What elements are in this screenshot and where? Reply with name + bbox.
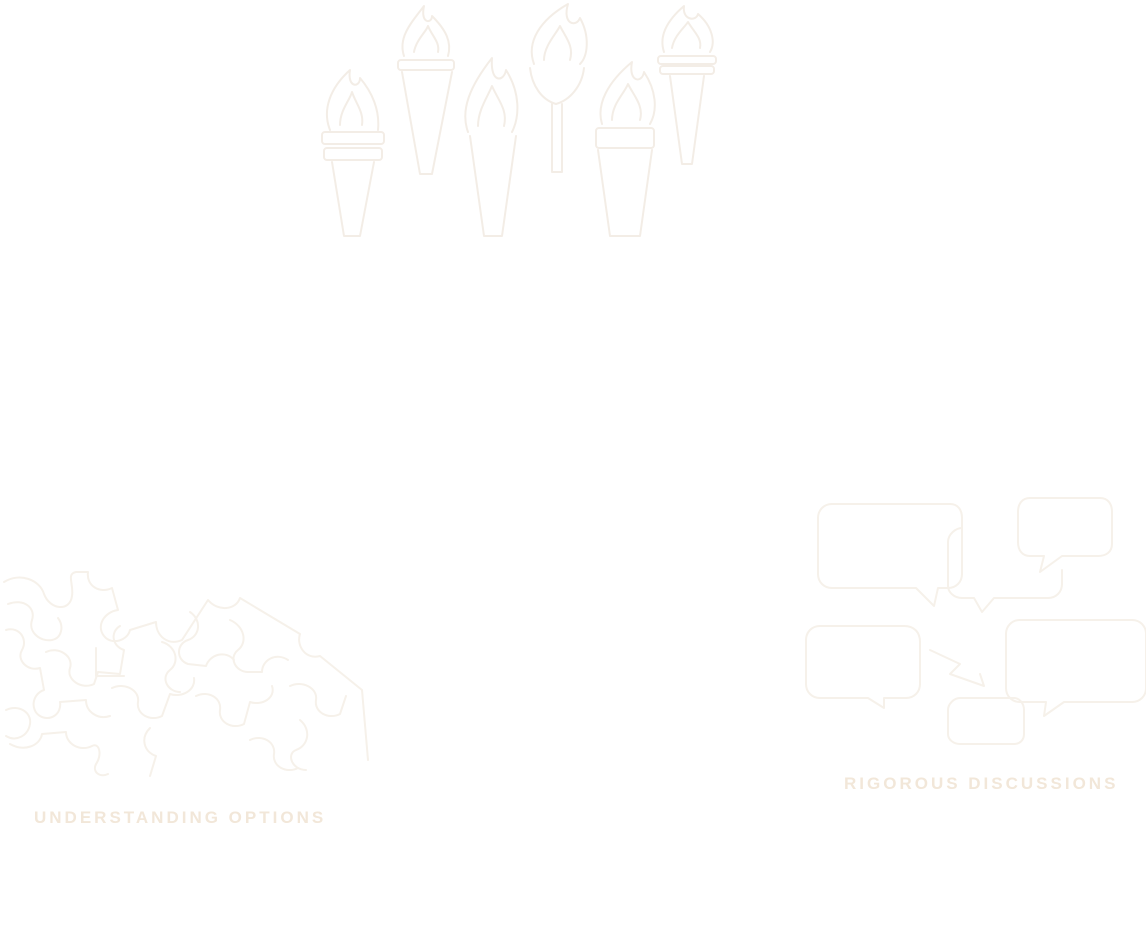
torches-icon xyxy=(321,3,717,237)
puzzle-pieces-icon xyxy=(3,571,369,777)
torch-icon xyxy=(321,69,385,237)
torch-icon xyxy=(657,5,717,165)
torch-icon xyxy=(529,3,588,173)
torch-icon xyxy=(595,61,656,237)
caption-understanding-options: UNDERSTANDING OPTIONS xyxy=(34,808,327,827)
speech-bubbles-icon xyxy=(805,497,1146,745)
torch-icon xyxy=(464,57,519,237)
torch-icon xyxy=(397,5,455,175)
caption-rigorous-discussions: RIGOROUS DISCUSSIONS xyxy=(844,774,1119,793)
